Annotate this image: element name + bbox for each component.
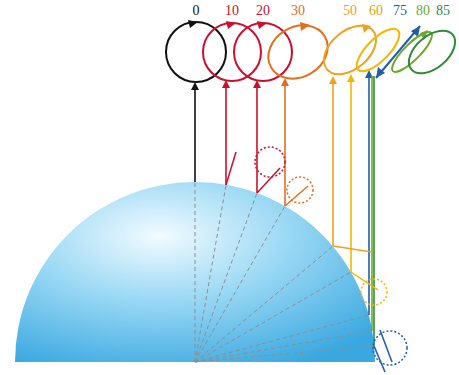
angle-label: 20 xyxy=(256,3,270,19)
local-polarization xyxy=(226,147,407,365)
angle-label: 30 xyxy=(291,3,305,19)
angle-label: 50 xyxy=(343,3,357,19)
angle-label: 85 xyxy=(436,3,450,19)
planet-hemisphere xyxy=(15,182,375,362)
sight-rays xyxy=(191,70,385,372)
angle-label: 60 xyxy=(369,3,383,19)
angle-label: 80 xyxy=(416,3,430,19)
angle-label: 0 xyxy=(193,3,200,19)
angle-label: 75 xyxy=(393,3,407,19)
angle-label: 10 xyxy=(225,3,239,19)
radial-lines xyxy=(195,182,374,362)
polarization-ellipses xyxy=(166,15,459,89)
